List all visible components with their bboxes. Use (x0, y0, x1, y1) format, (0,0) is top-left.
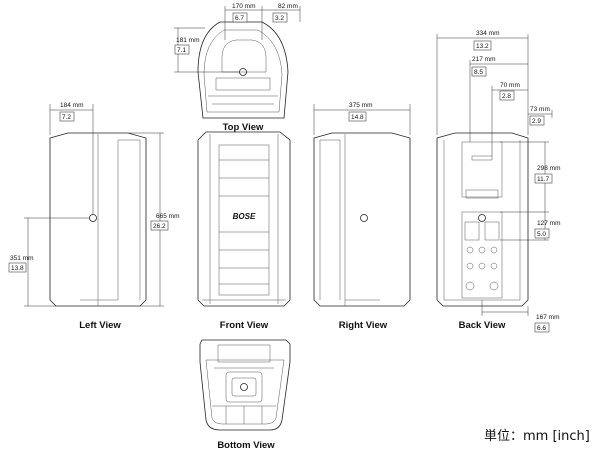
dim-height-inch: 26.2 (153, 223, 166, 230)
dim-back-217-inch: 8.5 (474, 69, 483, 76)
dim-back-167-mm: 167 mm (536, 314, 559, 321)
dim-top-width-mm: 170 mm (232, 3, 255, 10)
label-right-view: Right View (339, 320, 388, 331)
dim-left-cog-inch: 13.8 (11, 265, 24, 272)
dim-top-offset-inch: 3.2 (275, 15, 284, 22)
front-logo: BOSE (233, 212, 256, 221)
dim-top-offset-mm: 82 mm (278, 3, 298, 10)
dim-back-width-inch: 13.2 (476, 43, 489, 50)
dim-right-depth-mm: 375 mm (349, 102, 372, 109)
dim-right-depth-inch: 14.8 (351, 114, 364, 121)
front-view (197, 131, 291, 307)
dim-back-width-mm: 334 mm (476, 30, 499, 37)
dim-back-70-mm: 70 mm (500, 82, 520, 89)
dim-back-70-inch: 2.8 (502, 93, 511, 100)
left-view (24, 104, 164, 307)
right-view (313, 104, 411, 307)
label-back-view: Back View (459, 320, 506, 331)
dim-back-298-mm: 298 mm (537, 165, 560, 172)
dim-back-298-inch: 11.7 (537, 176, 550, 183)
dim-back-127-inch: 5.0 (537, 231, 546, 238)
label-top-view: Top View (223, 122, 264, 133)
dim-top-width-inch: 6.7 (235, 15, 244, 22)
right-cog-mark (360, 214, 368, 222)
top-view (174, 6, 301, 119)
dim-top-depth-mm: 181 mm (176, 37, 199, 44)
dim-height-mm: 665 mm (156, 213, 179, 220)
dim-back-217-mm: 217 mm (472, 56, 495, 63)
dim-back-127-mm: 127 mm (537, 220, 560, 227)
left-cog-mark (89, 214, 97, 222)
label-bottom-view: Bottom View (217, 440, 275, 450)
label-front-view: Front View (220, 320, 269, 331)
dim-left-cog-mm: 351 mm (10, 255, 33, 262)
dim-back-73-mm: 73 mm (530, 106, 550, 113)
dim-back-73-inch: 2.9 (532, 118, 541, 125)
bottom-view (199, 339, 291, 431)
back-view (436, 34, 553, 316)
unit-note: 単位：mm [inch] (484, 428, 590, 444)
label-left-view: Left View (79, 320, 121, 331)
back-cog-mark (478, 214, 486, 222)
dim-back-167-inch: 6.6 (537, 325, 546, 332)
dim-top-depth-inch: 7.1 (177, 47, 186, 54)
dim-left-width-inch: 7.2 (62, 114, 71, 121)
dim-left-width-mm: 184 mm (60, 102, 83, 109)
bottom-cog-mark (240, 383, 248, 391)
